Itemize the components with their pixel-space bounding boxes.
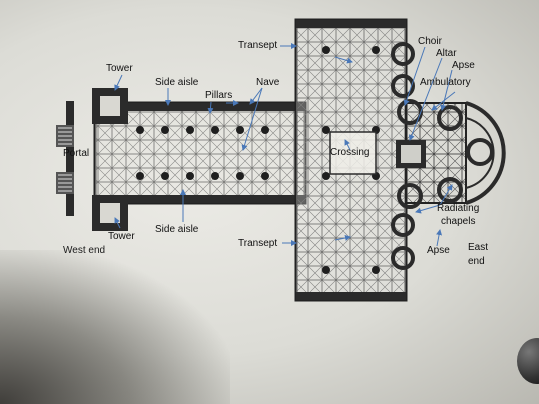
label-tower-bottom: Tower: [108, 231, 135, 242]
label-transept-bottom: Transept: [238, 238, 278, 249]
label-portal: Portal: [63, 148, 90, 159]
label-apse-bottom: Apse: [427, 245, 450, 256]
label-altar: Altar: [436, 48, 457, 59]
label-apse-top: Apse: [452, 60, 475, 71]
label-side-aisle-top: Side aisle: [155, 77, 199, 88]
label-arrows: [114, 43, 456, 247]
shadow-corner: [0, 250, 230, 404]
crossing-square: [329, 131, 377, 175]
radiating-chapels: [391, 42, 494, 270]
label-end: end: [468, 256, 485, 267]
label-radiating: Radiating: [437, 203, 480, 214]
label-side-aisle-bottom: Side aisle: [155, 224, 199, 235]
pillars-row: [136, 46, 380, 274]
label-choir: Choir: [418, 36, 442, 47]
west-front: [56, 88, 128, 231]
label-tower-top: Tower: [106, 63, 133, 74]
label-transept-top: Transept: [238, 40, 278, 51]
label-pillars: Pillars: [205, 90, 233, 101]
label-nave: Nave: [256, 77, 280, 88]
label-east: East: [468, 242, 489, 253]
label-ambulatory: Ambulatory: [420, 77, 471, 88]
coin-object: [517, 338, 539, 384]
label-west-end: West end: [63, 245, 106, 256]
label-chapels: chapels: [441, 216, 476, 227]
label-crossing: Crossing: [330, 147, 370, 158]
